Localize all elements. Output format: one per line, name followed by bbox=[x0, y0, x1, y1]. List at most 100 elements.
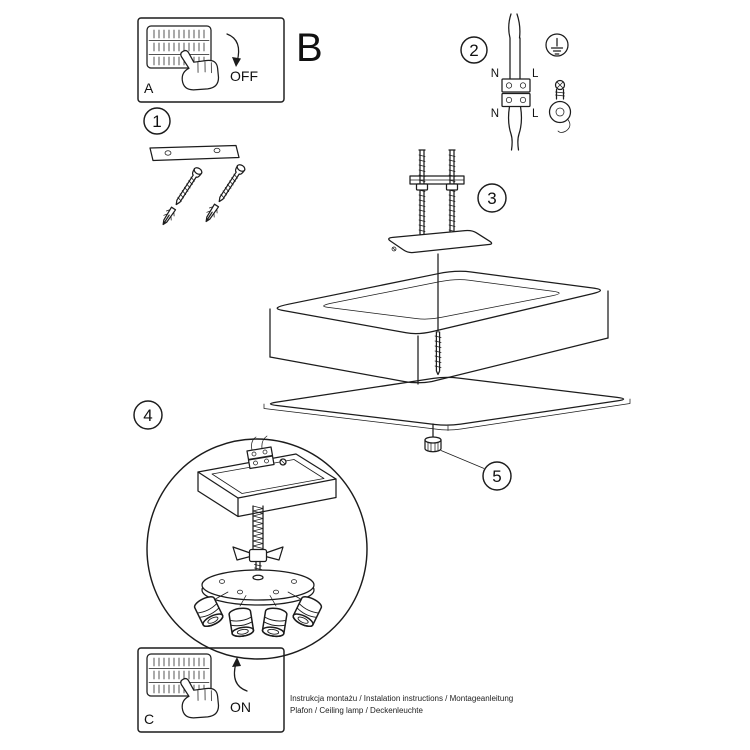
canopy-plate bbox=[388, 229, 493, 254]
plate-screw-slot bbox=[392, 247, 396, 251]
pressing-hand-icon bbox=[175, 44, 223, 95]
wing-nut-left bbox=[232, 546, 257, 561]
lug-hook bbox=[557, 118, 571, 133]
terminal-screw bbox=[505, 96, 513, 104]
lamp-socket-icon bbox=[261, 606, 289, 639]
terminal-screw bbox=[519, 96, 527, 104]
cable-lug bbox=[548, 79, 572, 133]
mains-wires-top bbox=[508, 13, 521, 80]
center-rod-threaded-tip bbox=[435, 331, 441, 376]
terminal-screw bbox=[262, 449, 268, 455]
mounting-bracket bbox=[149, 144, 240, 162]
plate-hole bbox=[237, 589, 243, 595]
plate-hole bbox=[219, 579, 225, 584]
plate-hole bbox=[291, 579, 297, 584]
step-2-group: 2 N L N L bbox=[460, 13, 572, 151]
lug-ring bbox=[548, 100, 572, 124]
panel-a-frame bbox=[137, 17, 285, 103]
step-4-badge bbox=[133, 400, 163, 430]
switch-state-label-a: OFF bbox=[230, 68, 258, 84]
detail-circle bbox=[146, 438, 368, 660]
lamp-socket-icon bbox=[192, 593, 226, 630]
step-5-leader-line bbox=[440, 450, 485, 469]
terminal-screw bbox=[505, 82, 513, 89]
step-2-number: 2 bbox=[469, 41, 478, 60]
footer-line-1: Instrukcja montażu / Instalation instruc… bbox=[290, 694, 513, 703]
shade-inner-rim bbox=[323, 279, 560, 320]
panel-c-letter: C bbox=[144, 711, 154, 727]
screw-icon bbox=[215, 162, 247, 205]
finial-knob bbox=[424, 436, 442, 453]
panel-a-letter: A bbox=[144, 80, 154, 96]
switch-state-label-c: ON bbox=[230, 699, 251, 715]
wire-label-l-bottom: L bbox=[532, 108, 539, 120]
shade-top-rim bbox=[276, 270, 602, 335]
terminal-screw bbox=[251, 451, 257, 457]
lug-shaft-threads bbox=[555, 91, 565, 97]
step-5-badge bbox=[482, 461, 512, 491]
step-1-group: 1 bbox=[143, 107, 247, 228]
panel-c: ON C bbox=[137, 647, 285, 733]
earth-symbol-lines bbox=[550, 37, 564, 55]
terminal-block-cell bbox=[501, 92, 531, 108]
center-rod-threads bbox=[434, 335, 442, 368]
diffuser-thickness bbox=[263, 398, 631, 431]
socket-plate-assembly bbox=[192, 569, 324, 639]
threaded-rod-icon bbox=[418, 149, 426, 238]
canopy-box-detail bbox=[197, 435, 337, 518]
terminal-screw bbox=[253, 460, 258, 466]
wall-anchor-icon bbox=[201, 202, 221, 225]
shade-corner-edges bbox=[269, 290, 609, 385]
canopy-box-walls bbox=[197, 471, 337, 518]
step-3-number: 3 bbox=[487, 189, 496, 208]
plate-screw bbox=[391, 246, 397, 252]
finial-ribs bbox=[427, 441, 439, 452]
terminal-block-cell bbox=[501, 78, 531, 93]
lamp-socket-icon bbox=[227, 606, 255, 639]
threaded-rod-icon bbox=[448, 149, 456, 238]
lug-ring-hole bbox=[555, 107, 565, 117]
plate-center-boss bbox=[252, 574, 264, 581]
rotate-off-arrowhead bbox=[232, 57, 241, 67]
footer-line-2: Plafon / Ceiling lamp / Deckenleuchte bbox=[290, 706, 424, 715]
lamp-socket-icon bbox=[290, 593, 324, 630]
step-1-number: 1 bbox=[152, 112, 161, 131]
step-1-badge bbox=[143, 107, 171, 135]
step-5-group: 5 bbox=[482, 461, 512, 491]
lug-screw-slot bbox=[556, 81, 564, 89]
mains-wires-bottom bbox=[507, 105, 523, 151]
terminal-screw bbox=[264, 458, 269, 464]
step-5-number: 5 bbox=[492, 467, 501, 486]
terminal-screw bbox=[519, 82, 527, 89]
plate-hole bbox=[273, 589, 279, 595]
terminal-wires bbox=[251, 435, 286, 465]
wire-label-l-top: L bbox=[532, 68, 539, 80]
rod-nut bbox=[415, 183, 429, 191]
diffuser-panel bbox=[269, 376, 625, 426]
step-2-badge bbox=[460, 36, 488, 64]
bracket-hole bbox=[164, 150, 172, 156]
section-letter-b: B bbox=[296, 26, 323, 70]
step-3-group: 3 bbox=[388, 149, 507, 254]
step-4-number: 4 bbox=[143, 406, 152, 425]
wing-nut-right bbox=[259, 546, 284, 561]
rod-bracket bbox=[409, 175, 465, 185]
socket-plate bbox=[201, 569, 315, 601]
terminal-block-detail bbox=[246, 446, 275, 470]
step-4-group: 4 bbox=[133, 400, 368, 660]
rod-nut bbox=[445, 183, 459, 191]
panel-c-frame bbox=[137, 647, 285, 733]
wire-label-n-bottom: N bbox=[491, 108, 499, 120]
panel-a: OFF A bbox=[137, 17, 285, 103]
screw-icon bbox=[172, 165, 204, 208]
earth-symbol-icon bbox=[545, 33, 569, 57]
socket-arms bbox=[209, 591, 307, 607]
wing-nut-hub bbox=[248, 548, 268, 563]
wire-label-n-top: N bbox=[491, 68, 499, 80]
spring-rod-assembly bbox=[232, 505, 284, 575]
wall-anchor-icon bbox=[158, 205, 178, 228]
lamp-diagram bbox=[263, 253, 631, 469]
step-3-badge bbox=[477, 183, 507, 213]
